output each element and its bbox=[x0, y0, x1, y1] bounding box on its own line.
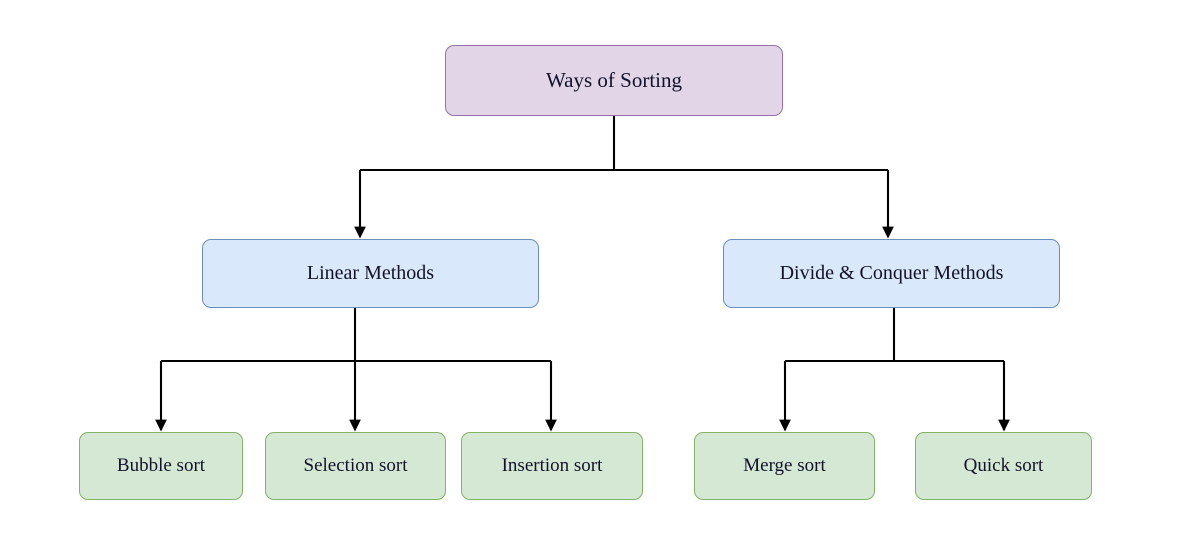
node-linear-methods[interactable]: Linear Methods bbox=[202, 239, 539, 308]
node-selection-sort[interactable]: Selection sort bbox=[265, 432, 446, 500]
node-label: Ways of Sorting bbox=[546, 68, 682, 93]
node-label: Merge sort bbox=[743, 455, 826, 477]
node-label: Linear Methods bbox=[306, 262, 435, 284]
node-label: Quick sort bbox=[963, 455, 1044, 477]
node-label: Selection sort bbox=[303, 455, 408, 477]
node-label: Insertion sort bbox=[501, 455, 603, 477]
node-insertion-sort[interactable]: Insertion sort bbox=[461, 432, 643, 500]
node-bubble-sort[interactable]: Bubble sort bbox=[79, 432, 243, 500]
node-ways-of-sorting[interactable]: Ways of Sorting bbox=[445, 45, 783, 116]
node-divide-and-conquer-methods[interactable]: Divide & Conquer Methods bbox=[723, 239, 1060, 308]
node-merge-sort[interactable]: Merge sort bbox=[694, 432, 875, 500]
node-label: Divide & Conquer Methods bbox=[779, 262, 1004, 284]
node-quick-sort[interactable]: Quick sort bbox=[915, 432, 1092, 500]
node-label: Bubble sort bbox=[116, 455, 206, 477]
